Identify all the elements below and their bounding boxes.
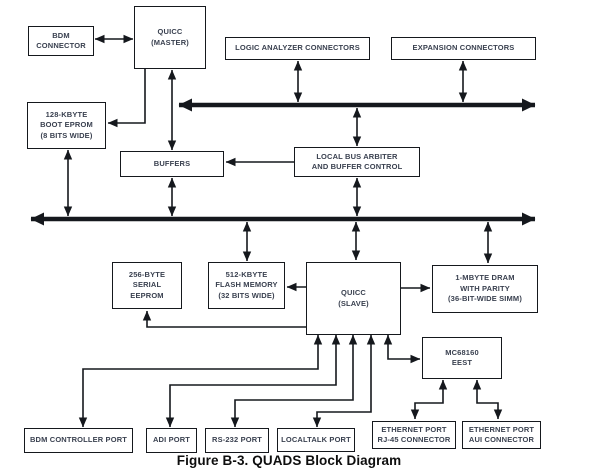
block-label: 128-KBYTE BOOT EPROM (8 BITS WIDE) — [40, 109, 93, 140]
wire-quicc-slave-localtalk-port — [312, 334, 376, 428]
block-label: EXPANSION CONNECTORS — [412, 43, 515, 53]
block-label: MC68160 EEST — [445, 347, 479, 367]
block-label: BDM CONTROLLER PORT — [29, 435, 127, 445]
block-rs232-port: RS-232 PORT — [205, 428, 269, 453]
block-quicc-master: QUICC (MASTER) — [134, 6, 206, 69]
wire-quicc-slave-bdm-controller-port — [78, 334, 323, 428]
wire-quicc-slave-adi-port — [165, 334, 341, 428]
block-ethernet-rj45-connector: ETHERNET PORT RJ-45 CONNECTOR — [372, 421, 456, 449]
block-label: 256-BYTE SERIAL EEPROM — [128, 269, 166, 300]
wire-eest-ethernet-rj45 — [410, 379, 448, 420]
wire-quicc-master-to-boot-eprom — [107, 69, 146, 128]
wire-quicc-slave-to-serial-eeprom — [142, 310, 306, 328]
block-label: ETHERNET PORT RJ-45 CONNECTOR — [377, 424, 451, 444]
block-serial-eeprom: 256-BYTE SERIAL EEPROM — [112, 262, 182, 309]
block-expansion-connectors: EXPANSION CONNECTORS — [391, 37, 536, 60]
block-flash-memory: 512-KBYTE FLASH MEMORY (32 BITS WIDE) — [208, 262, 285, 309]
block-label: ETHERNET PORT AUI CONNECTOR — [468, 424, 535, 444]
block-quicc-slave: QUICC (SLAVE) — [306, 262, 401, 335]
wire-quicc-slave-eest — [383, 334, 421, 364]
block-label: 1-MBYTE DRAM WITH PARITY (36-BIT-WIDE SI… — [448, 273, 522, 304]
block-bdm-controller-port: BDM CONTROLLER PORT — [24, 428, 133, 453]
block-label: 512-KBYTE FLASH MEMORY (32 BITS WIDE) — [215, 269, 278, 300]
block-boot-eprom: 128-KBYTE BOOT EPROM (8 BITS WIDE) — [27, 102, 106, 149]
block-label: LOGIC ANALYZER CONNECTORS — [235, 43, 360, 53]
block-local-bus-arbiter: LOCAL BUS ARBITER AND BUFFER CONTROL — [294, 147, 420, 177]
block-label: QUICC (SLAVE) — [338, 288, 369, 308]
block-logic-analyzer-connectors: LOGIC ANALYZER CONNECTORS — [225, 37, 370, 60]
block-buffers: BUFFERS — [120, 151, 224, 177]
block-adi-port: ADI PORT — [146, 428, 197, 453]
block-ethernet-aui-connector: ETHERNET PORT AUI CONNECTOR — [462, 421, 541, 449]
block-label: RS-232 PORT — [212, 435, 262, 445]
block-label: BUFFERS — [153, 158, 191, 168]
block-eest: MC68160 EEST — [422, 337, 502, 379]
block-bdm-connector: BDM CONNECTOR — [28, 26, 94, 56]
block-label: ADI PORT — [152, 435, 191, 445]
block-localtalk-port: LOCALTALK PORT — [277, 428, 355, 452]
figure-caption: Figure B-3. QUADS Block Diagram — [176, 453, 402, 468]
block-label: BDM CONNECTOR — [36, 30, 86, 50]
block-label: QUICC (MASTER) — [151, 27, 189, 47]
block-dram: 1-MBYTE DRAM WITH PARITY (36-BIT-WIDE SI… — [432, 265, 538, 313]
wire-eest-ethernet-aui — [472, 379, 503, 420]
block-label: LOCALTALK PORT — [281, 434, 351, 444]
block-label: LOCAL BUS ARBITER AND BUFFER CONTROL — [311, 151, 403, 171]
